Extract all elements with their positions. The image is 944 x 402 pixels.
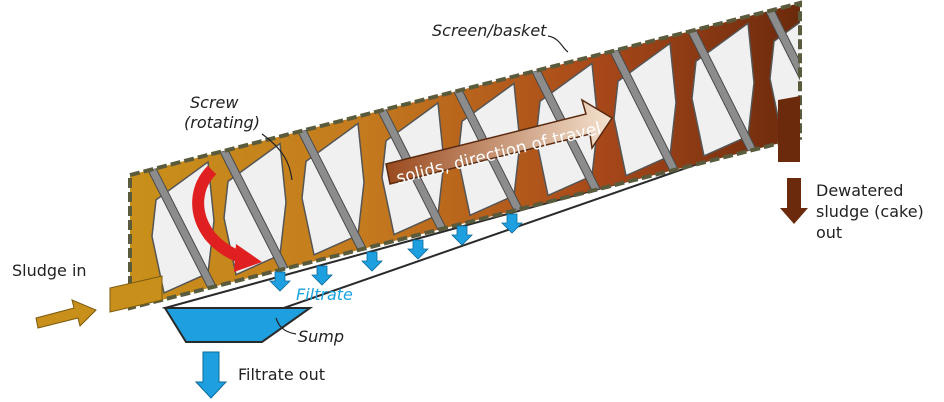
filtrate-out-label: Filtrate out (238, 365, 325, 384)
sump-leader-line (275, 317, 297, 335)
dewatered-label-line2: sludge (cake) (816, 202, 924, 221)
sludge-in-arrow-icon (35, 299, 97, 329)
filtrate-drop-arrow-icon (269, 271, 291, 292)
filtrate-drop-arrow-icon (501, 213, 523, 234)
cake-out-arrow-icon (780, 178, 808, 224)
cake-outlet-chute (778, 96, 800, 162)
filtrate-drop-arrow-icon (451, 225, 473, 246)
inlet-pipe (109, 275, 163, 313)
filtrate-drop-arrow-icon (407, 239, 429, 260)
dewatered-label-line3: out (816, 223, 842, 242)
filtrate-drop-arrow-icon (361, 251, 383, 272)
filtrate-drops (269, 213, 523, 292)
screw-label-line2: (rotating) (184, 113, 260, 132)
dewatered-label-line1: Dewatered (816, 181, 903, 200)
rotation-arrow-icon (192, 165, 262, 272)
screw-label-line1: Screw (190, 93, 239, 112)
sump-label: Sump (298, 327, 344, 346)
screw-leader-line (261, 133, 293, 181)
filtrate-label: Filtrate (296, 285, 353, 304)
screen-leader-line (547, 35, 569, 53)
filtrate-drop-arrow-icon (311, 265, 333, 286)
sludge-in-label: Sludge in (12, 261, 87, 280)
screen-basket-label: Screen/basket (432, 21, 547, 40)
filtrate-out-arrow-icon (194, 351, 228, 399)
